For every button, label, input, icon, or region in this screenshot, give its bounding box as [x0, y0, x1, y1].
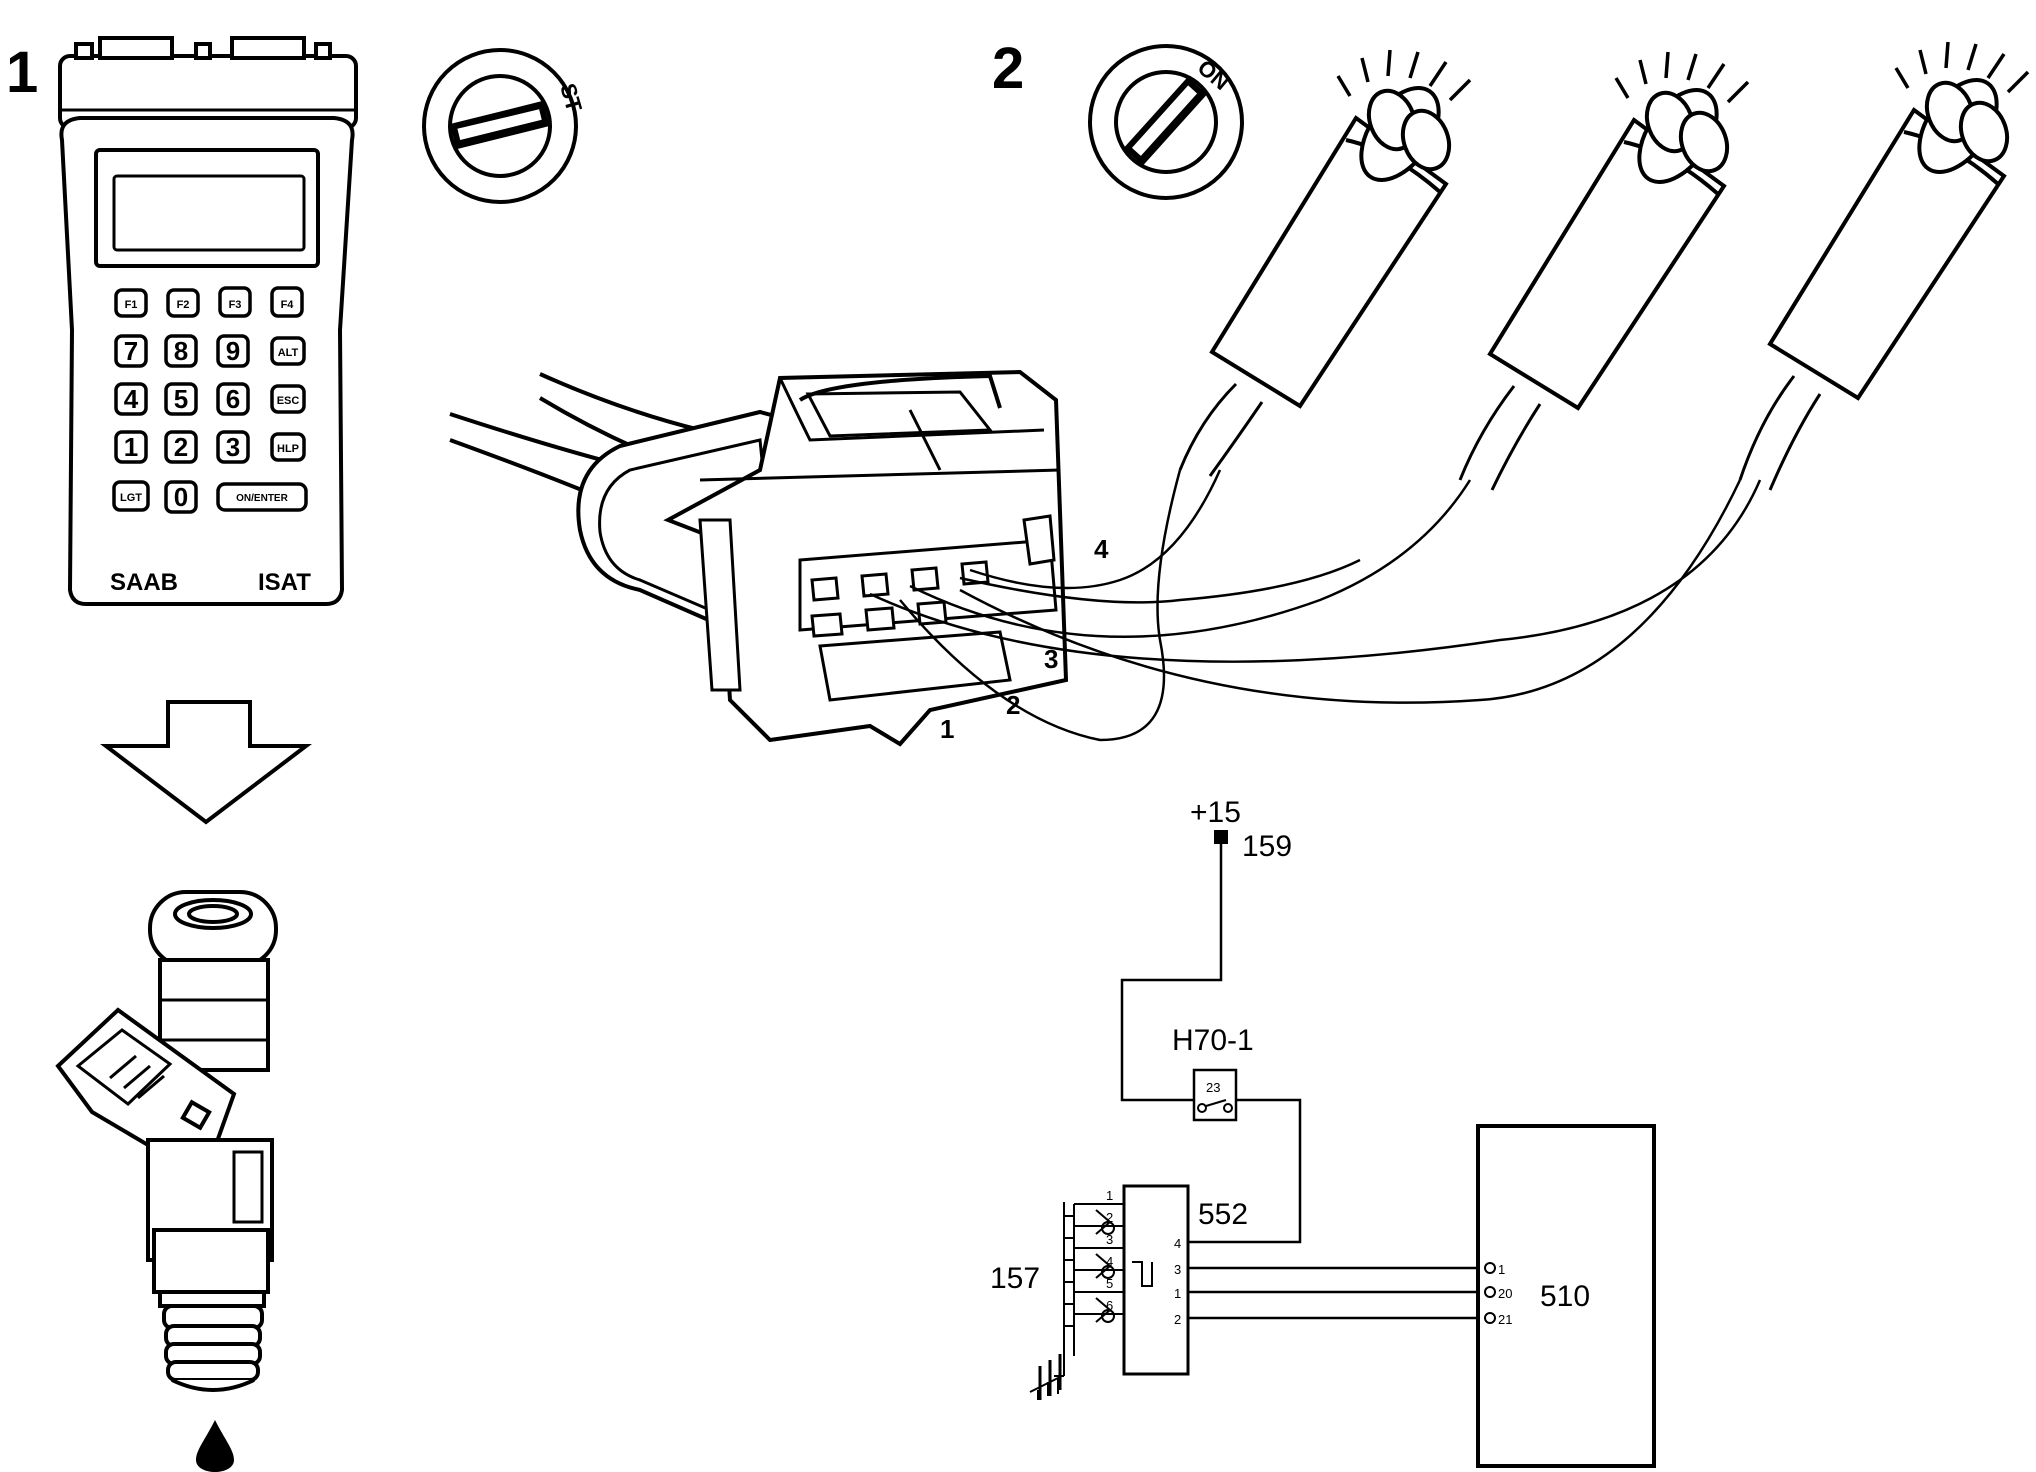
ecu-label: 510: [1540, 1280, 1590, 1313]
svg-text:F2: F2: [177, 299, 190, 311]
connector-pin-3: 3: [1044, 644, 1058, 674]
svg-text:F1: F1: [125, 299, 138, 311]
ignition-switch-start: ST: [422, 48, 587, 204]
step-2-number: 2: [992, 36, 1024, 101]
supply-node-marker: [1214, 830, 1228, 844]
injector-pin-labels: 1 2 3 4 5 6: [1106, 1188, 1113, 1313]
supply-node-label: 159: [1242, 830, 1292, 863]
fuel-injector: [55, 890, 278, 1392]
connector-pin-4: 4: [1094, 534, 1109, 564]
down-arrow-icon: [100, 700, 312, 825]
relay-pin-3: 3: [1174, 1262, 1181, 1277]
ecu-box: [1476, 1124, 1656, 1468]
svg-text:2: 2: [1106, 1210, 1113, 1225]
svg-text:2: 2: [174, 432, 188, 462]
svg-text:7: 7: [124, 336, 138, 366]
svg-text:6: 6: [226, 384, 240, 414]
key-f3: [218, 286, 252, 318]
svg-text:HLP: HLP: [277, 443, 299, 455]
ecu-pin-21: 21: [1498, 1312, 1512, 1327]
svg-text:1: 1: [1106, 1188, 1113, 1203]
key-8: [164, 334, 198, 368]
key-5: [164, 382, 198, 416]
isat-tester: [58, 36, 358, 606]
svg-text:4: 4: [1106, 1254, 1113, 1269]
isat-brand-logo: SAAB: [110, 569, 178, 596]
svg-text:F4: F4: [281, 299, 295, 311]
injector-label: 157: [990, 1262, 1040, 1295]
ecu-pin-1: 1: [1498, 1262, 1505, 1277]
relay-pin-2: 2: [1174, 1312, 1181, 1327]
key-7: [114, 334, 148, 368]
fuse-label: H70-1: [1172, 1024, 1254, 1057]
svg-text:5: 5: [174, 384, 188, 414]
key-esc: [270, 384, 306, 414]
key-f2: [166, 288, 200, 318]
supply-label: +15: [1190, 796, 1241, 829]
ignition-switch-on: ON: [1088, 44, 1244, 200]
svg-text:3: 3: [226, 432, 240, 462]
test-lamp-1: [1178, 49, 1472, 477]
isat-keypad: [112, 286, 308, 514]
connector-pin-2: 2: [1006, 690, 1020, 720]
svg-text:9: 9: [226, 336, 240, 366]
svg-text:ESC: ESC: [277, 395, 300, 407]
test-lamp-2: [1458, 51, 1750, 491]
test-lamp-3: [1738, 41, 2030, 491]
ecu-pin-20: 20: [1498, 1286, 1512, 1301]
key-3: [216, 430, 250, 464]
relay-label: 552: [1198, 1198, 1248, 1231]
key-9: [216, 334, 250, 368]
relay-pin-1: 1: [1174, 1286, 1181, 1301]
svg-text:0: 0: [174, 482, 188, 512]
relay-pin-4: 4: [1174, 1236, 1181, 1251]
key-enter: [216, 482, 308, 512]
test-lamps: [1178, 41, 2030, 491]
key-alt: [270, 336, 306, 366]
key-f1: [114, 288, 148, 318]
svg-text:1: 1: [124, 432, 138, 462]
svg-text:6: 6: [1106, 1298, 1113, 1313]
key-1: [114, 430, 148, 464]
isat-model-label: ISAT: [258, 569, 311, 596]
step-1-number: 1: [6, 40, 38, 105]
svg-text:5: 5: [1106, 1276, 1113, 1291]
connector-pin-1: 1: [940, 714, 954, 744]
key-2: [164, 430, 198, 464]
key-hlp: [270, 432, 306, 462]
key-lgt: [112, 480, 150, 512]
svg-text:ALT: ALT: [278, 347, 299, 359]
isat-key-labels: F1 F2 F3 F4 7 8 9 ALT 4 5 6 ESC 1 2 3 HL…: [120, 299, 299, 512]
svg-text:F3: F3: [229, 299, 242, 311]
svg-text:LGT: LGT: [120, 492, 142, 504]
fuel-droplet-icon: [196, 1420, 234, 1472]
svg-text:3: 3: [1106, 1232, 1113, 1247]
wiring-schematic: +15 159 H70-1 23 552 4 3 1 2 157: [990, 796, 1656, 1468]
key-4: [114, 382, 148, 416]
test-lamp-leads: [869, 469, 1762, 742]
svg-text:ON/ENTER: ON/ENTER: [236, 493, 288, 504]
key-f4: [270, 286, 304, 318]
svg-text:4: 4: [124, 384, 139, 414]
key-6: [216, 382, 250, 416]
ground-icon: [1038, 1354, 1062, 1400]
svg-text:8: 8: [174, 336, 188, 366]
key-0: [164, 480, 198, 514]
fuse-number: 23: [1206, 1080, 1220, 1095]
relay-box: [1122, 1184, 1190, 1376]
harness-connector: [449, 369, 1069, 747]
